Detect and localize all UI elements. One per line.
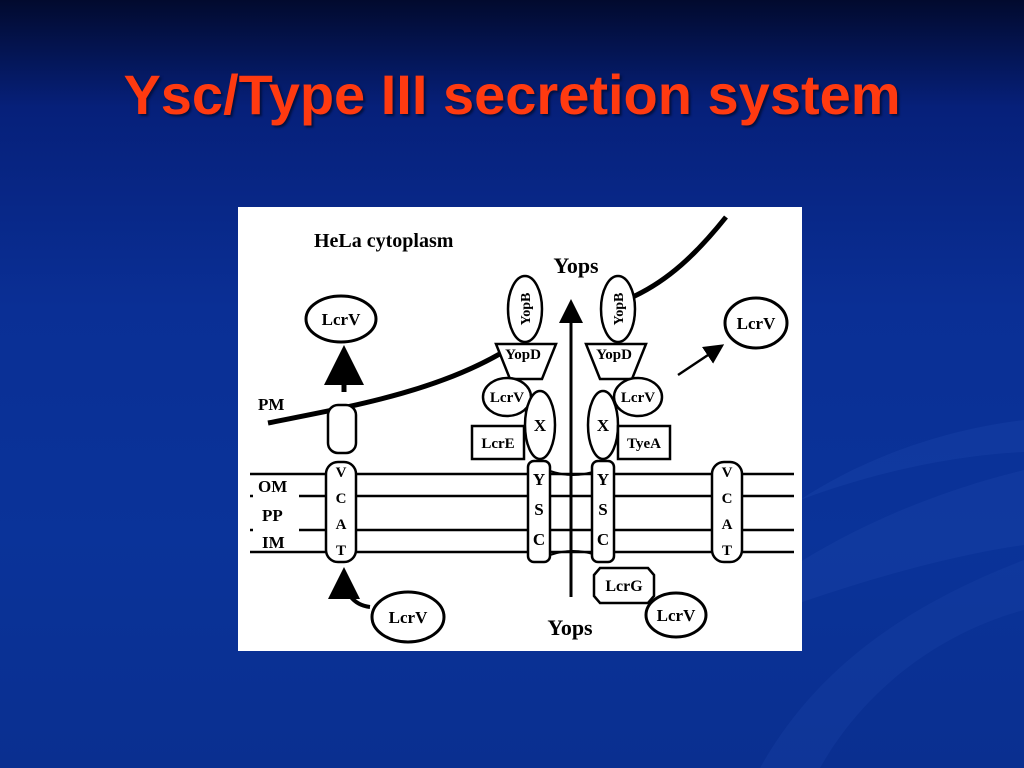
om-label: OM [258,477,287,496]
ysc-right-y: Y [597,470,609,489]
tyea-label: TyeA [627,436,661,452]
vcat-channel-left [324,460,358,564]
lcrv-bottom-right-label: LcrV [657,606,696,625]
vcat-left-c: C [336,491,347,507]
vcat-right-a: A [722,517,733,533]
ysc-left-y: Y [533,470,545,489]
yopb-right-label: YopB [612,293,627,326]
ysc-channel-left [526,459,552,564]
im-label: IM [262,533,285,552]
lcrv-secreted-left [304,294,378,344]
tyea-box [616,424,672,461]
lcrv-bottom-left-label: LcrV [389,608,428,627]
ysc-channel-right [590,459,616,564]
yops-bottom-label: Yops [547,615,593,640]
lcrg-box [592,566,656,605]
x-left-label: X [534,416,547,435]
lcrv-secreted-right-label: LcrV [737,314,776,333]
yopb-left [506,274,544,344]
yopd-right-label: YopD [596,347,632,363]
arrow-lcrv-secreted-right [677,344,725,377]
yopd-left [494,342,558,381]
lcrg-label: LcrG [605,578,643,595]
vcat-channel-right [710,460,744,564]
lcrv-bottom-right [644,591,708,639]
lcrv-secreted-right [723,296,789,350]
lcre-box [470,424,526,461]
slide-title: Ysc/Type III secretion system [123,63,901,126]
pm-label: PM [258,395,284,414]
type-iii-secretion-diagram: PM OM PP IM HeLa cytoplasm LcrV V C A T … [250,215,794,644]
ysc-right-c: C [597,530,609,549]
lcrv-right-tip-label: LcrV [621,390,655,406]
diagram-panel: PM OM PP IM HeLa cytoplasm LcrV V C A T … [238,207,802,651]
pm-pore-left [326,403,358,455]
lcrv-secreted-left-label: LcrV [322,310,361,329]
lcre-label: LcrE [481,436,514,452]
ysc-right-s: S [598,500,607,519]
plasma-membrane-line [267,215,728,426]
vcat-left-t: T [336,543,346,559]
yopb-left-label: YopB [519,293,534,326]
arrow-lcrv-uptake [328,567,371,609]
ysc-left-c: C [533,530,545,549]
vcat-left-v: V [336,465,347,481]
vcat-left-a: A [336,517,347,533]
x-right-label: X [597,416,610,435]
yops-top-label: Yops [553,253,599,278]
vcat-right-c: C [722,491,733,507]
yopb-right [599,274,637,344]
lcrv-left-tip-label: LcrV [490,390,524,406]
vcat-right-v: V [722,465,733,481]
pp-label: PP [262,506,283,525]
vcat-right-t: T [722,543,732,559]
ysc-left-s: S [534,500,543,519]
yopd-left-label: YopD [505,347,541,363]
hela-cytoplasm-label: HeLa cytoplasm [314,230,454,252]
lcrv-bottom-left [370,590,446,644]
lcrv-right-tip [612,376,664,418]
